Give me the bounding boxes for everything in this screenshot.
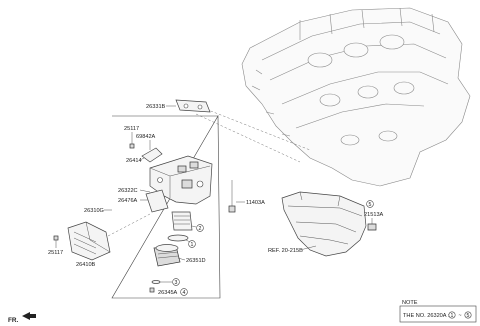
gasket-26476A-part [145,189,169,213]
circle-2-callout: 2 [196,224,204,232]
screw-25117-part [129,143,135,149]
part-label-26410B[interactable]: 26410B [76,262,96,268]
circle-1-callout: 1 [188,240,196,248]
svg-text:2: 2 [199,226,202,232]
bracket-26414-part [141,147,163,163]
filter-cap-26351D-part [153,244,181,267]
part-label-21513A[interactable]: 21513A [364,212,384,218]
svg-text:5: 5 [369,202,372,208]
screw-25117-lower-part [53,235,59,241]
front-arrow-icon [22,312,36,320]
part-label-25117-top[interactable]: 25117 [124,126,139,132]
circle-3-callout: 3 [172,278,180,286]
note-range-end: 5 [467,313,470,319]
note-range-sep: ~ [458,313,461,319]
note-text: THE NO. 26320A : [403,313,450,319]
drain-bolt-26345A-part [149,287,155,293]
circle-5-callout: 5 [366,200,374,208]
front-direction-label: FR. [8,317,19,324]
part-label-26351D[interactable]: 26351D [186,258,206,264]
part-label-26322C[interactable]: 26322C [118,188,138,194]
oil-cooler-26410B-part [67,221,111,261]
gasket-26331B-part [175,99,211,113]
o-ring-part [167,234,189,242]
bolt-11403A-part [228,180,236,213]
part-label-26476A[interactable]: 26476A [118,198,138,204]
oil-filter-element-part [171,211,193,231]
circle-4-callout: 4 [180,288,188,296]
part-label-26331B[interactable]: 26331B [146,104,166,110]
svg-text:4: 4 [183,290,186,296]
drain-plug-part [367,223,377,231]
svg-text:3: 3 [175,280,178,286]
part-label-26345A[interactable]: 26345A [158,290,178,296]
note-box: NOTE THE NO. 26320A : 1 ~ 5 [399,300,477,323]
part-label-25117-bottom[interactable]: 25117 [48,250,63,256]
part-label-26310G[interactable]: 26310G [84,208,104,214]
part-label-26414[interactable]: 26414 [126,158,142,164]
part-label-69842A[interactable]: 69842A [136,134,156,140]
note-range-start: 1 [451,313,454,319]
oil-pan-illustration [281,191,367,257]
oil-filter-housing-part [149,155,213,205]
note-title: NOTE [402,300,418,306]
small-o-ring-part [151,280,161,284]
engine-block-illustration [241,7,471,187]
svg-text:1: 1 [191,242,194,248]
part-label-11403A[interactable]: 11403A [246,200,265,206]
ref-label[interactable]: REF. 20-215B [268,248,303,254]
